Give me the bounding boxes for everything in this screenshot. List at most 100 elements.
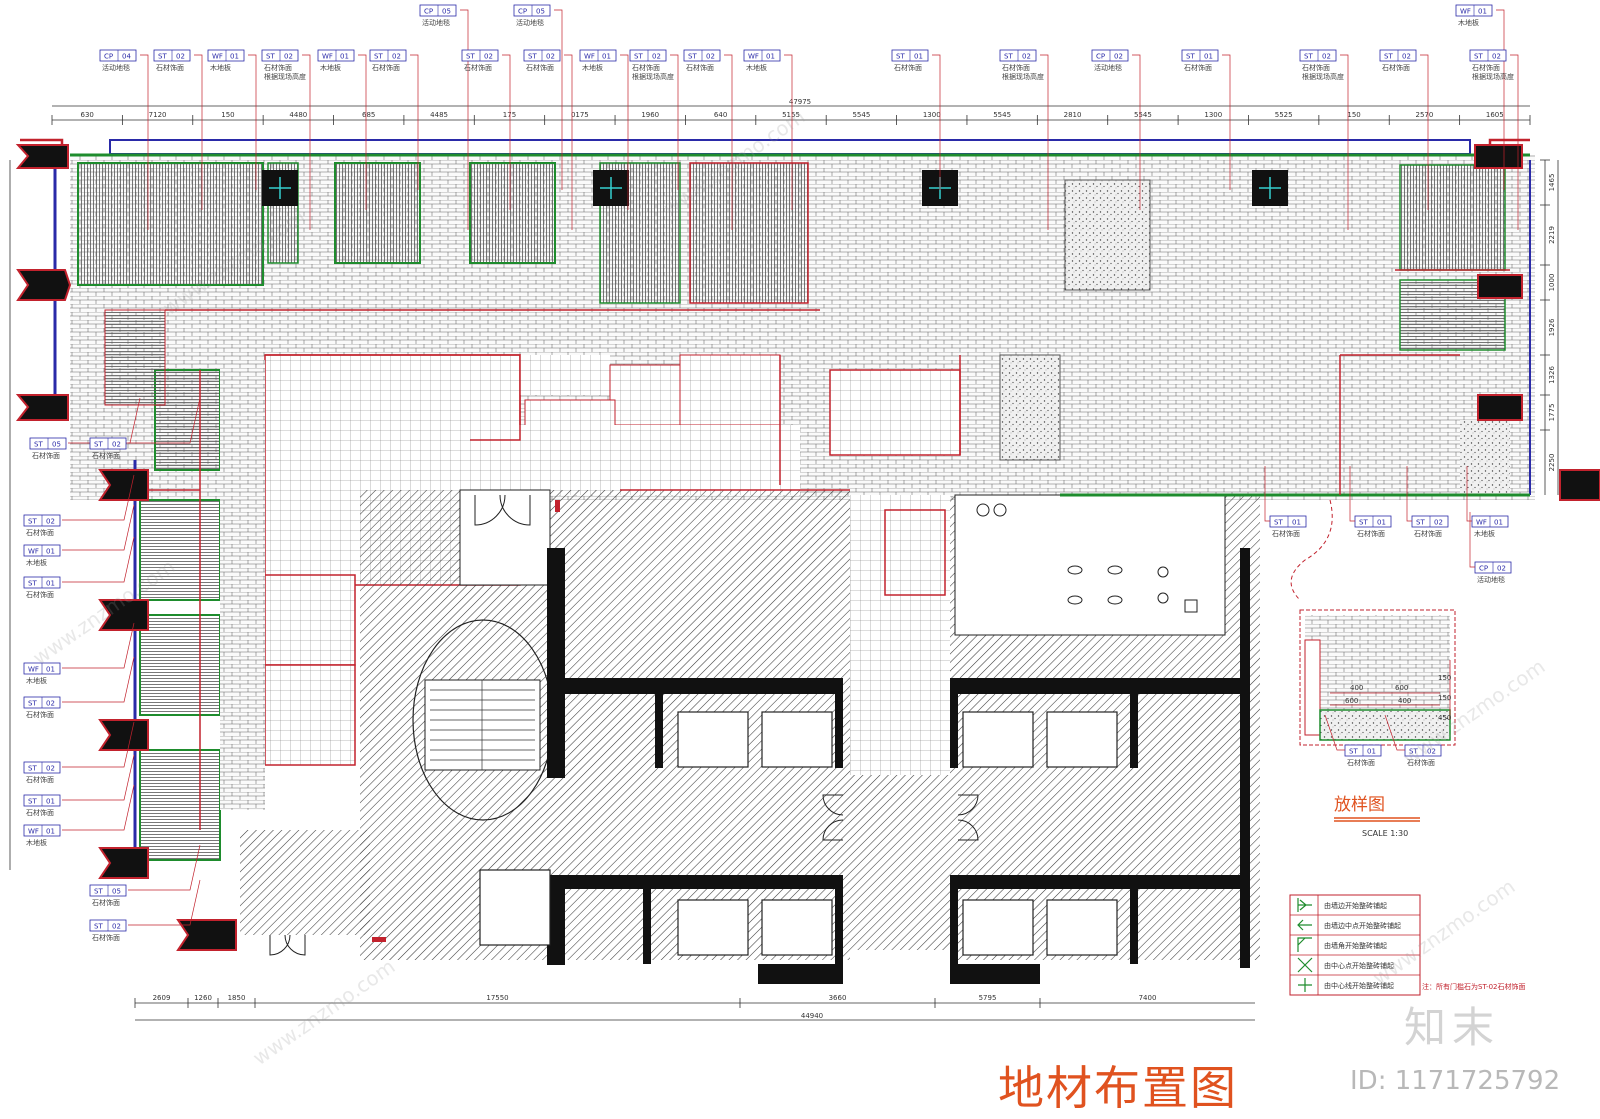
- tag-leader: [62, 536, 135, 583]
- watermark-id: ID: 1171725792: [1350, 1066, 1561, 1096]
- tag-description: 石材饰面: [26, 710, 54, 719]
- tag-description: 石材饰面: [632, 63, 660, 72]
- tag-code: WF: [1460, 8, 1471, 16]
- tag-description-2: 根据现场高度: [632, 72, 674, 81]
- tag-number: 02: [112, 923, 121, 931]
- general-note: 注：所有门槛石为ST-02石材饰面: [1422, 983, 1526, 991]
- dim-label: 5545: [1134, 111, 1152, 119]
- tag-number: 01: [46, 828, 55, 836]
- tag-description: 石材饰面: [1472, 63, 1500, 72]
- tag-description: 石材饰面: [526, 63, 554, 72]
- tag-code: ST: [466, 53, 475, 61]
- tag-description: 活动地毯: [1094, 63, 1122, 72]
- elevator-car: [962, 899, 1034, 956]
- tag-description: 木地板: [320, 63, 341, 72]
- legend-item: 由墙边开始整砖铺起: [1324, 901, 1387, 910]
- tag-leader: [1469, 512, 1475, 568]
- tag-code: WF: [584, 53, 595, 61]
- tag-description: 石材饰面: [372, 63, 400, 72]
- tag-code: CP: [424, 8, 433, 16]
- tag-number: 02: [706, 53, 715, 61]
- perimeter-plate: [1477, 274, 1523, 299]
- tag-code: WF: [28, 666, 39, 674]
- tag-description: 石材饰面: [1414, 529, 1442, 538]
- washroom-fixtures: [976, 503, 1198, 613]
- tag-description: 木地板: [746, 63, 767, 72]
- tag-leader: [1040, 54, 1049, 230]
- perimeter-plate: [98, 719, 149, 751]
- legend-symbol: [1297, 919, 1312, 931]
- watermark-logo: 知末: [1404, 1003, 1501, 1052]
- perimeter-plate: [98, 599, 149, 631]
- dim-label: 0175: [571, 111, 589, 119]
- dim-label: 1926: [1548, 318, 1556, 336]
- tag-number: 02: [284, 53, 293, 61]
- tag-number: 02: [652, 53, 661, 61]
- tag-number: 01: [1494, 519, 1503, 527]
- wood-floor-w3: [139, 614, 221, 716]
- dim-label: 5545: [993, 111, 1011, 119]
- tag-leader: [302, 54, 311, 230]
- floor-zones: [70, 155, 1535, 861]
- dim-label: 150: [221, 111, 234, 119]
- dim-label: 630: [81, 111, 94, 119]
- tag-number: 02: [46, 518, 55, 526]
- tag-number: 01: [1204, 53, 1213, 61]
- tag-description-2: 根据现场高度: [1472, 72, 1514, 81]
- elevator-car: [677, 711, 749, 768]
- tag-code: ST: [28, 798, 37, 806]
- red-marker: [555, 500, 560, 512]
- tag-number: 04: [122, 53, 131, 61]
- dim-label: 1300: [923, 111, 941, 119]
- tag-code: ST: [28, 700, 37, 708]
- tag-leader: [358, 54, 367, 210]
- tag-leader: [1510, 54, 1519, 230]
- tag-code: ST: [1359, 519, 1368, 527]
- elevator-car: [761, 711, 833, 768]
- right-dim-line: [1544, 160, 1559, 495]
- dim-label: 5545: [852, 111, 870, 119]
- tag-number: 02: [484, 53, 493, 61]
- wood-floor-n1: [77, 162, 264, 286]
- stair-core-void: [459, 489, 551, 586]
- entrance-lobby: [240, 830, 370, 935]
- tag-description: 石材饰面: [26, 808, 54, 817]
- legend-grid: [1290, 895, 1420, 995]
- tag-code: ST: [28, 580, 37, 588]
- tag-code: WF: [322, 53, 333, 61]
- perimeter-plate: [98, 469, 149, 501]
- dim-label: 1260: [194, 994, 212, 1002]
- tag-leader: [1222, 54, 1231, 190]
- detail-dim: 150: [1438, 674, 1451, 682]
- tag-code: ST: [1416, 519, 1425, 527]
- dim-label: 3660: [829, 994, 847, 1002]
- tag-leader: [1340, 54, 1349, 230]
- dim-total-top: 47975: [789, 98, 811, 106]
- stone-room-a: [520, 355, 610, 395]
- tag-description: 木地板: [1458, 18, 1479, 27]
- core-zone: [240, 489, 1260, 984]
- legend-symbols: [1297, 898, 1313, 992]
- tag-code: ST: [28, 765, 37, 773]
- legend-item: 由墙角开始整砖铺起: [1324, 941, 1387, 950]
- tag-number: 02: [392, 53, 401, 61]
- legend: 由墙边开始整砖铺起 由墙边中点开始整砖铺起 由墙角开始整砖铺起 由中心点开始整砖…: [1289, 894, 1421, 996]
- tag-leader: [62, 504, 135, 551]
- perimeter-plate: [1477, 394, 1523, 421]
- tag-leader: [1324, 714, 1345, 751]
- detail-dim: 400: [1350, 684, 1363, 692]
- structural-walls: [547, 548, 1250, 984]
